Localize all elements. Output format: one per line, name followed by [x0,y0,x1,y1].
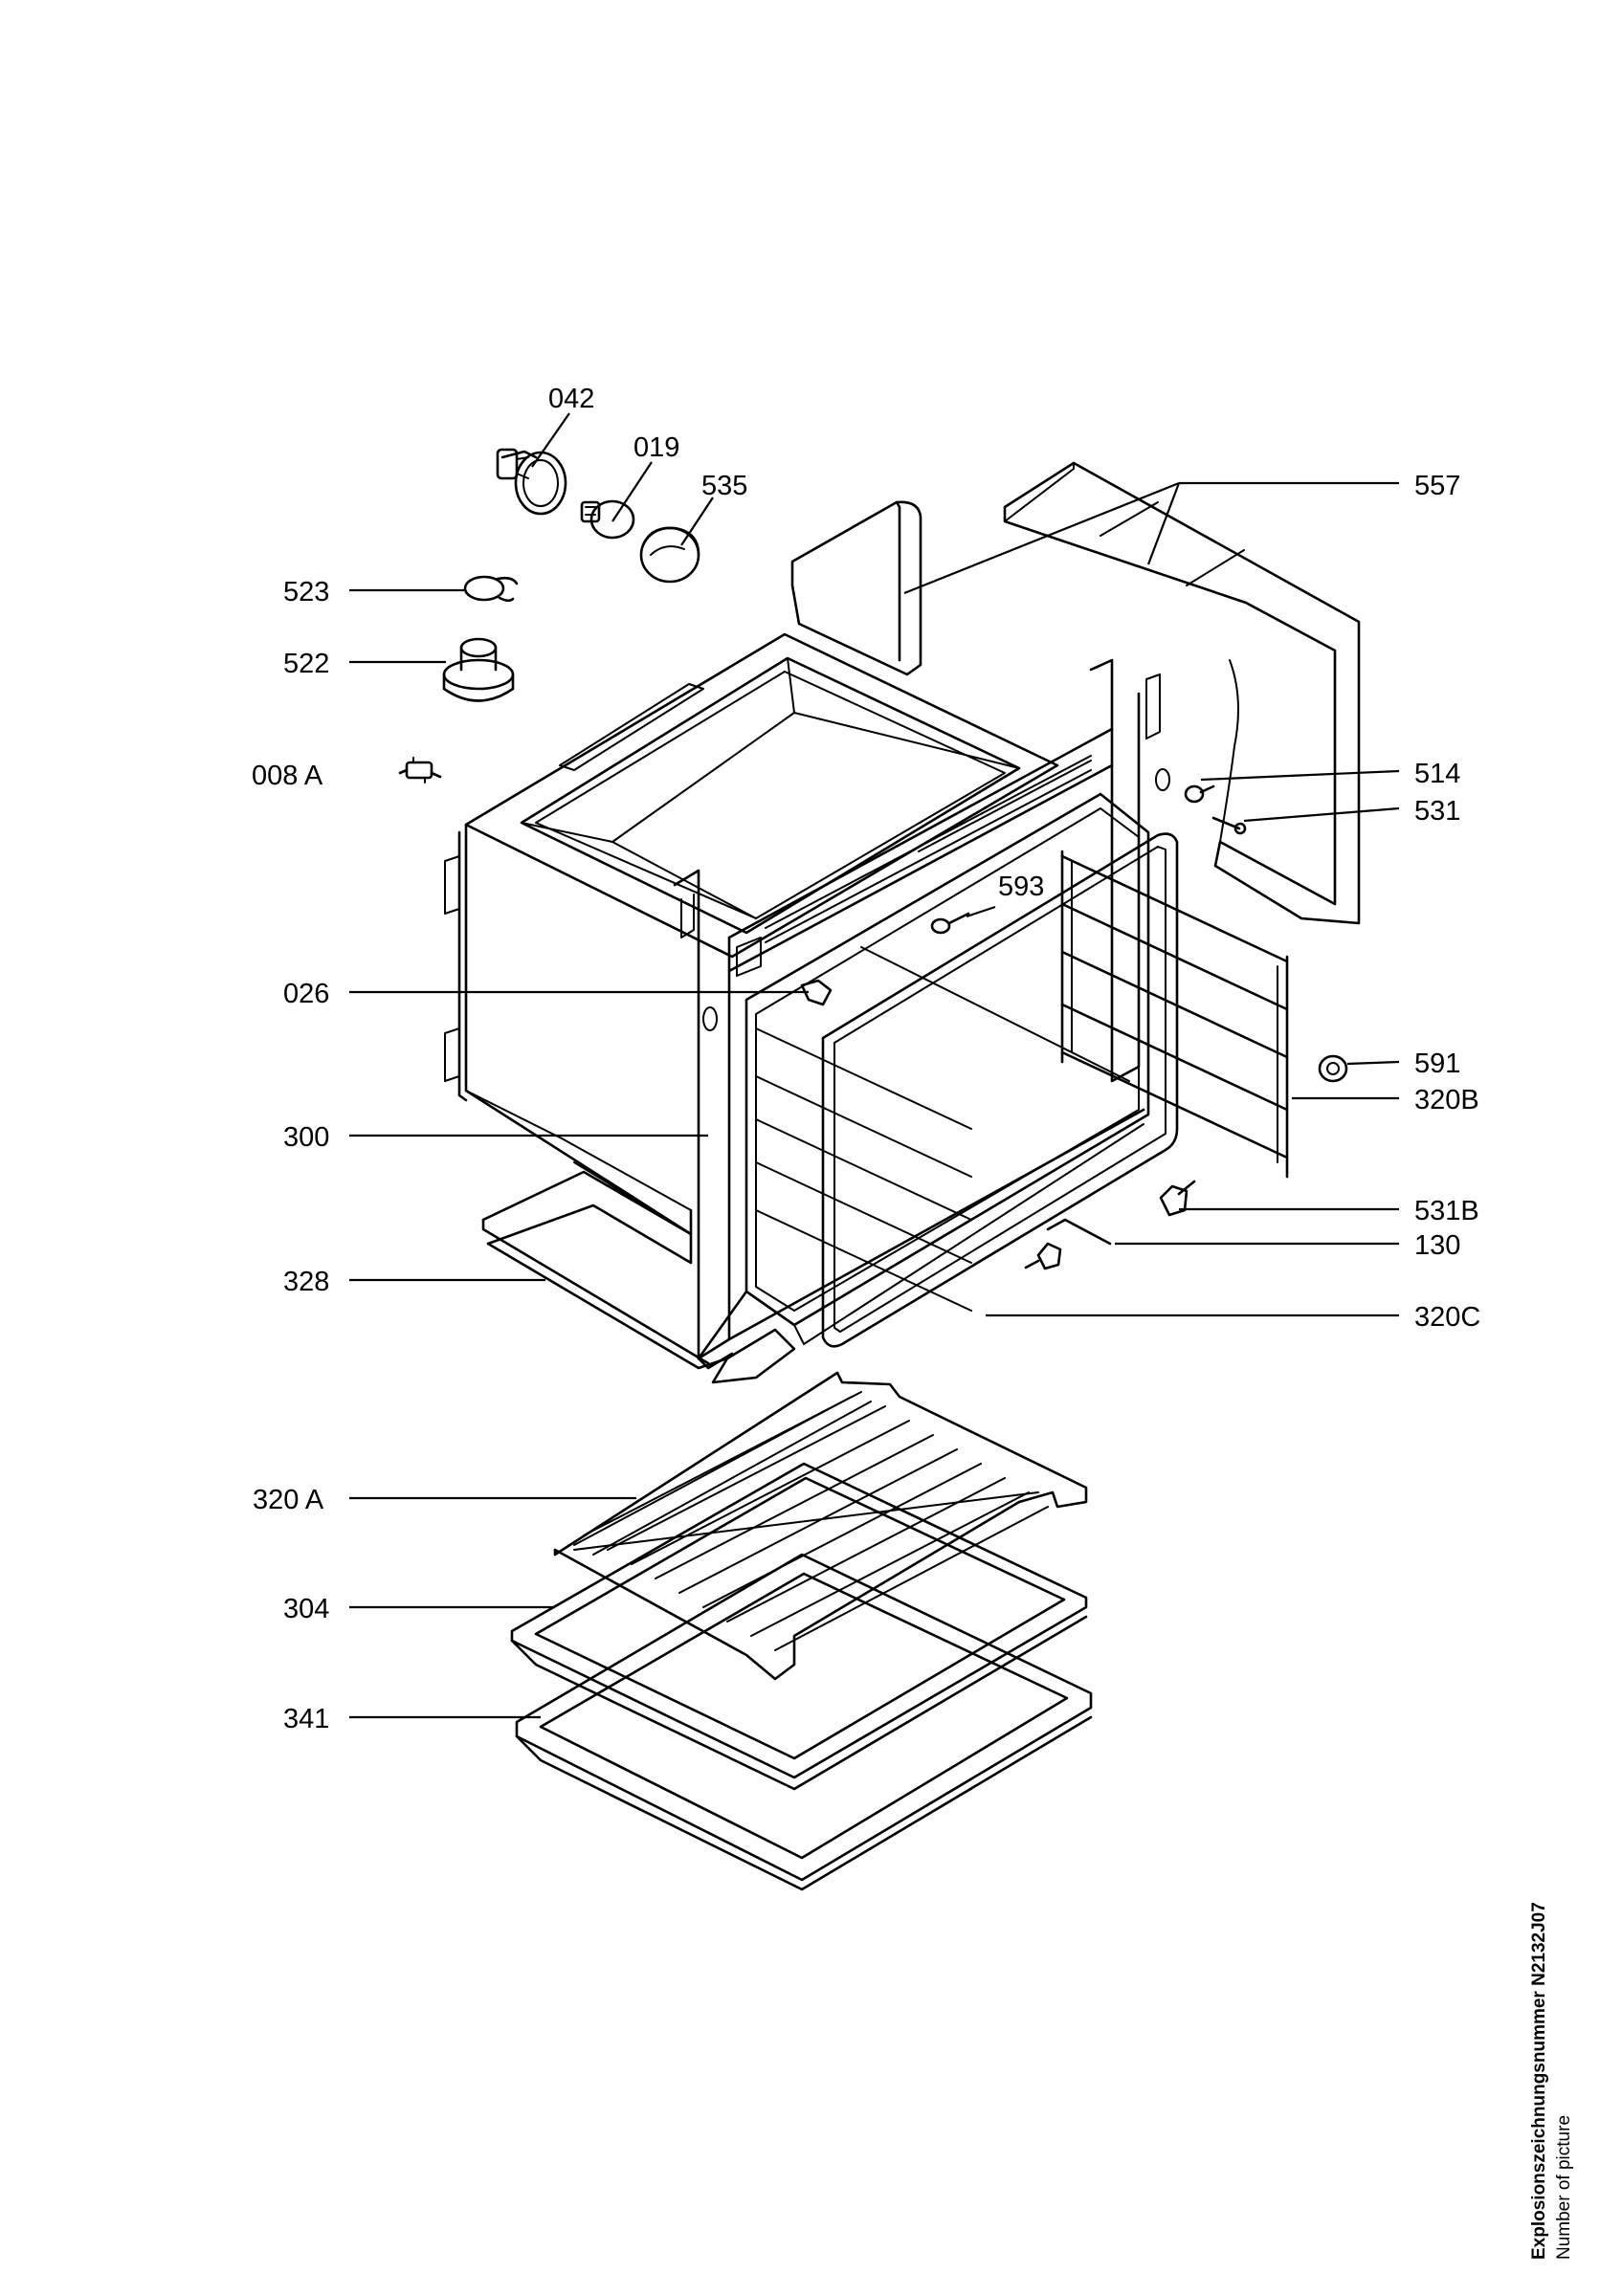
part-522-knob [442,637,515,702]
part-514-screw [1184,784,1215,804]
part-300-oven-cavity [444,632,1170,1370]
part-042-lamp-holder [496,448,567,516]
part-341-baking-tray [515,1553,1093,1891]
label-591: 591 [1414,1049,1460,1079]
drawing-number: Explosionszeichnungsnummer N2132J07 [1529,1902,1549,2260]
drawing-number-note: Explosionszeichnungsnummer N2132J07 Numb… [1510,1846,1587,2267]
label-320a: 320 A [253,1485,324,1515]
grill-rack-rods [573,1391,1049,1651]
label-514: 514 [1414,759,1460,789]
part-130-seal [1046,1218,1112,1246]
label-535: 535 [701,471,747,501]
label-531b: 531B [1414,1196,1479,1226]
drawing-caption: Number of picture [1554,2115,1574,2260]
leader-lines [349,412,1400,1719]
label-341: 341 [283,1704,329,1734]
label-019: 019 [633,432,679,463]
part-557-insulation [790,461,1361,925]
part-593-screw [930,912,970,935]
label-522: 522 [283,649,329,679]
label-042: 042 [548,384,594,414]
label-304: 304 [283,1594,329,1624]
label-130: 130 [1414,1230,1460,1261]
part-320b-side-rack [1060,850,1289,1179]
label-320c: 320C [1414,1302,1480,1333]
part-320c-door-seal [821,832,1179,1348]
part-531b-screw [1159,1180,1196,1217]
part-535-lamp-cover [639,526,700,584]
part-304-tray [510,1462,1088,1791]
label-531: 531 [1414,796,1460,827]
part-026-bracket [800,979,833,1006]
part-019-bulb [580,499,635,540]
label-523: 523 [283,577,329,607]
part-labels: 042 019 535 557 523 522 008 A 514 531 59… [252,384,1480,1734]
label-008a: 008 A [252,761,323,791]
part-523-clip [463,575,519,603]
part-591-grommet [1318,1054,1348,1083]
label-593: 593 [998,872,1044,902]
part-328-bottom-element [481,1170,796,1384]
label-328: 328 [283,1267,329,1297]
part-008a-sensor [398,757,442,784]
label-557: 557 [1414,471,1460,501]
label-300: 300 [283,1122,329,1153]
label-320b: 320B [1414,1085,1479,1115]
part-thumb-screw [1024,1242,1062,1270]
part-531-screw [1211,816,1247,835]
label-026: 026 [283,979,329,1009]
part-320a-grill-rack [553,1371,1088,1681]
